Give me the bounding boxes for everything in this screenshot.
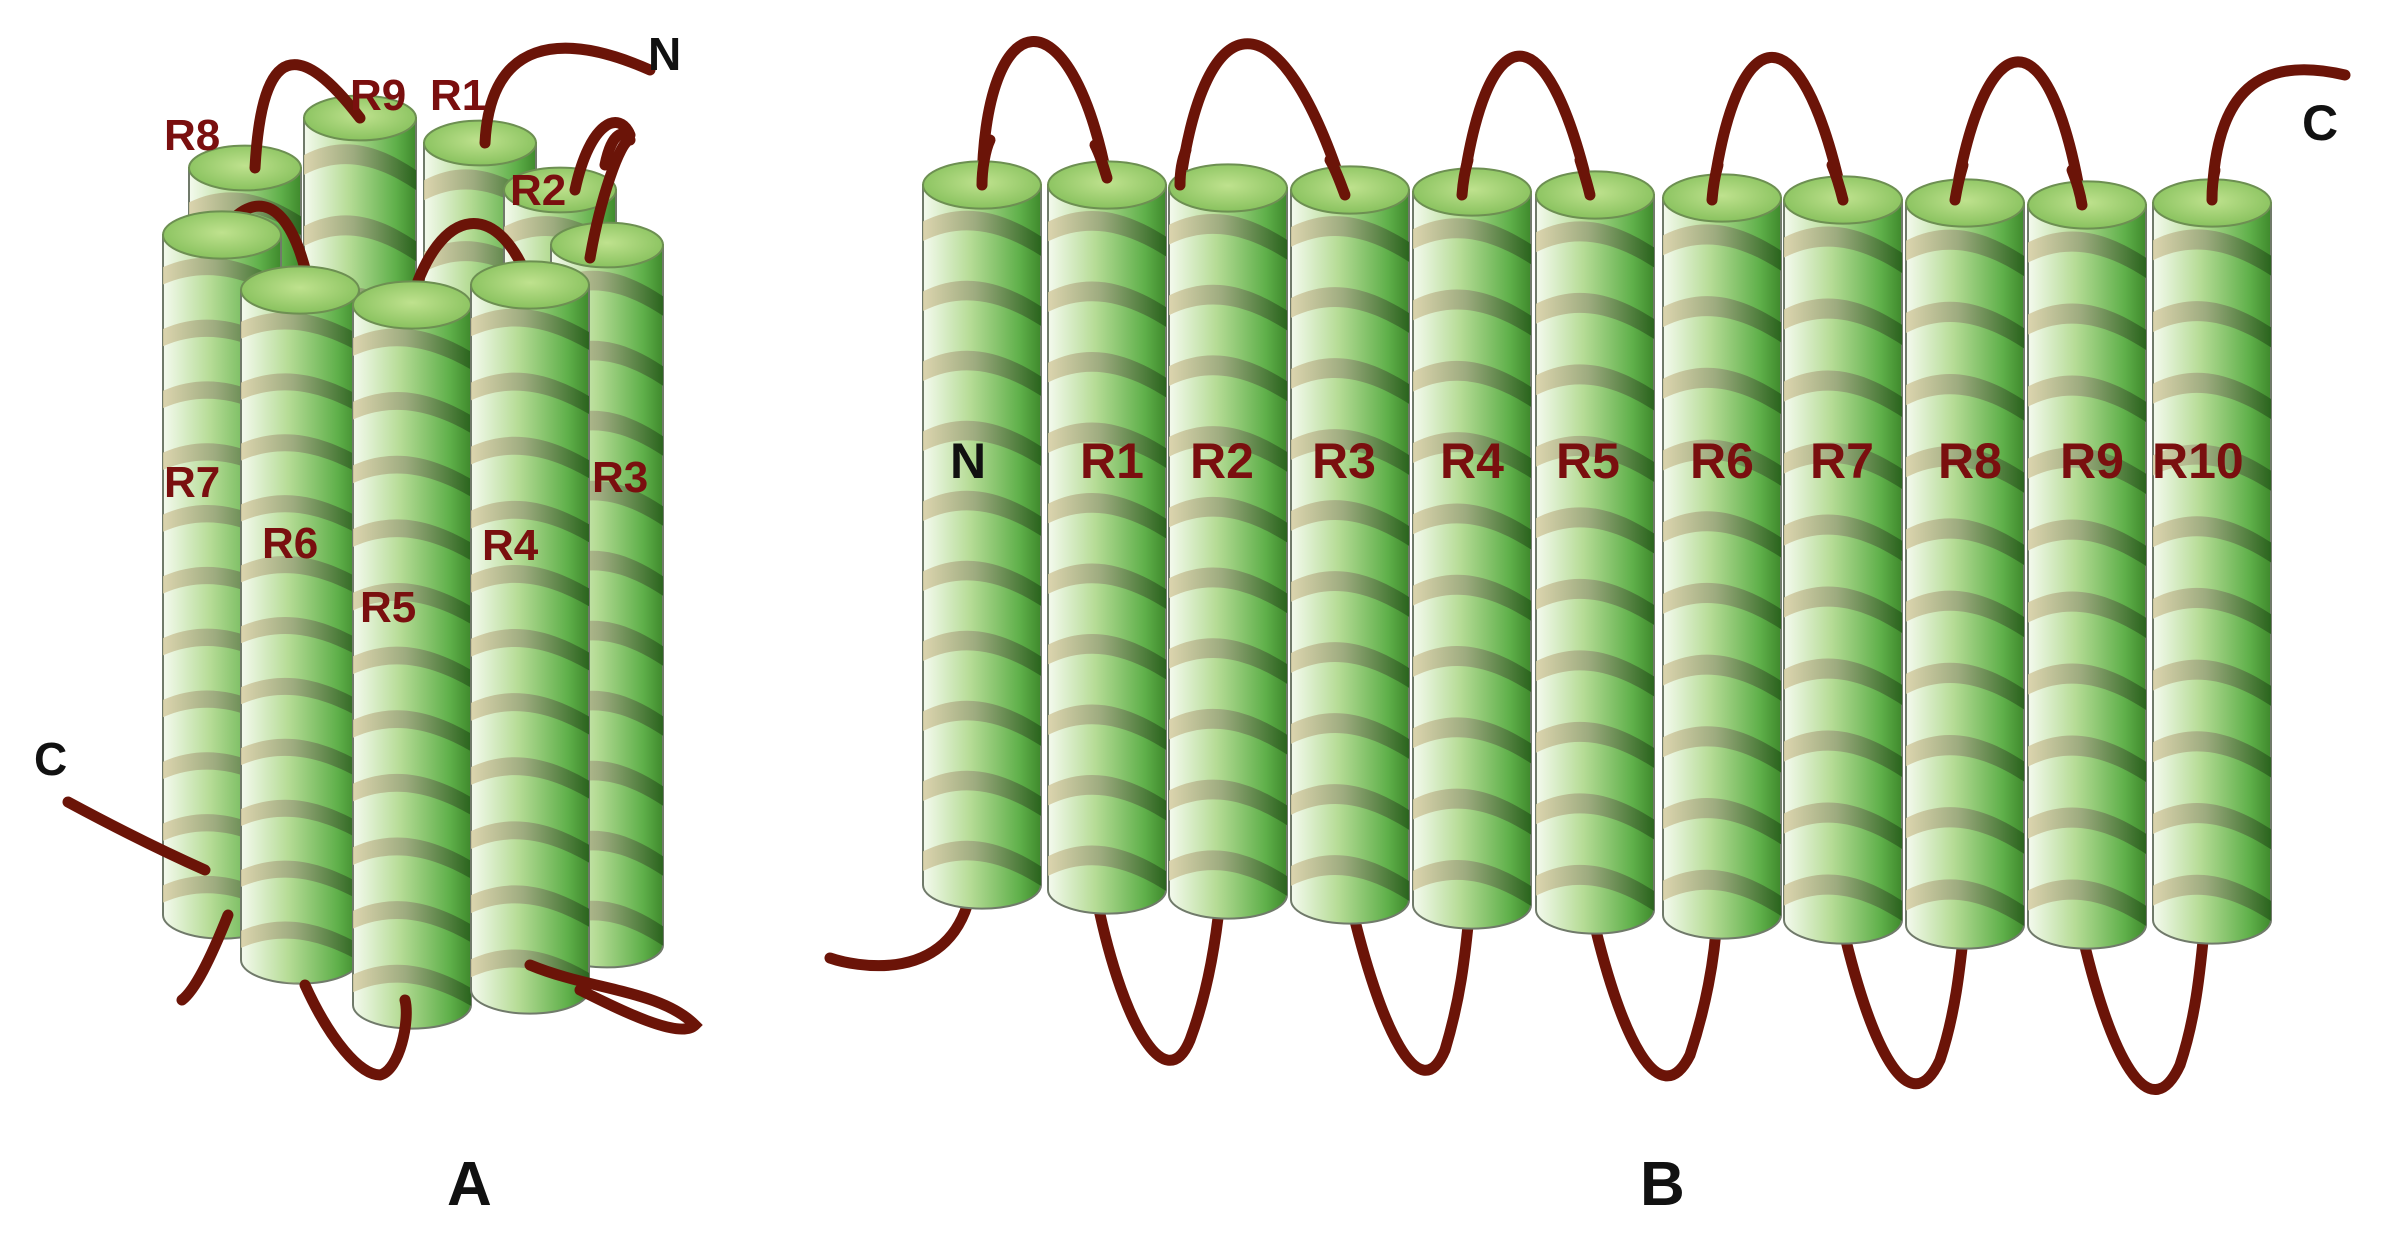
panel-a-helix-r5-helix-turns: [353, 305, 471, 1029]
panel-b-helix-r7: [1783, 175, 1903, 945]
panel-b-helix-r3: [1290, 165, 1410, 925]
panel-a-helix-r7-cap: [162, 210, 282, 260]
panel-b-helix-r2-cap: [1168, 163, 1288, 213]
panel-b-helix-r4-helix-turns: [1413, 192, 1531, 909]
panel-b-helix-r7-helix-turns: [1784, 200, 1902, 924]
panel-b-helix-r3-helix-turns: [1291, 190, 1409, 904]
panel-b-bottom-loops: [824, 879, 2211, 1095]
panel-b-label-r10: R10: [2152, 433, 2244, 489]
panel-a-terminus-c: C: [34, 733, 67, 785]
panel-b-caption: B: [1640, 1150, 1685, 1219]
panel-a-label-r7: R7: [164, 458, 220, 507]
panel-b-label-r2: R2: [1190, 433, 1254, 489]
panel-b-label-r8: R8: [1938, 433, 2002, 489]
panel-b-helix-n-helix-turns: [923, 185, 1041, 889]
panel-a-helix-r2-cap: [503, 166, 617, 214]
panel-b-helix-r10-helix-turns: [2153, 203, 2271, 924]
panel-a-helix-bundle: R1 R2 R3 R4 R5 R6 R7 R8 R9 N C A: [34, 28, 703, 1219]
panel-b-helix-r9-helix-turns: [2028, 205, 2146, 929]
panel-a-label-r3: R3: [592, 453, 648, 502]
panel-b-helix-r8-helix-turns: [1906, 203, 2024, 929]
panel-a-label-r2: R2: [510, 166, 566, 215]
panel-b-helix-r2-helix-turns: [1169, 188, 1287, 899]
panel-b-label-r6: R6: [1690, 433, 1754, 489]
panel-a-helix-r4: [470, 260, 590, 1015]
panel-b-terminus-c: C: [2302, 95, 2338, 151]
panel-b-helix-r5-helix-turns: [1536, 195, 1654, 914]
panel-b-labels: N R1 R2 R3 R4 R5 R6 R7 R8 R9 R10: [950, 433, 2244, 489]
panel-b-helix-r2: [1168, 163, 1288, 920]
panel-b-helix-r10: [2152, 178, 2272, 945]
panel-b-label-r7: R7: [1810, 433, 1874, 489]
panel-b-helix-r8: [1905, 178, 2025, 950]
panel-b-helix-r5: [1535, 170, 1655, 935]
panel-a-label-r4: R4: [482, 521, 539, 570]
panel-b-label-r9: R9: [2060, 433, 2124, 489]
panel-a-helix-r6: [240, 265, 360, 985]
panel-a-bottom-loops: [62, 796, 703, 1081]
panel-a-label-r6: R6: [262, 519, 318, 568]
panel-b-helix-r6-helix-turns: [1663, 198, 1781, 919]
panel-b-label-r5: R5: [1556, 433, 1620, 489]
panel-b-top-loop-ends: [976, 134, 2221, 211]
panel-a-front-helices: [162, 210, 590, 1030]
panel-a-label-r8: R8: [164, 111, 220, 160]
panel-b-helix-r3-cap: [1290, 165, 1410, 215]
panel-b-helix-r4: [1412, 167, 1532, 930]
panel-b-label-r4: R4: [1440, 433, 1504, 489]
panel-a-label-r9: R9: [350, 71, 406, 120]
panel-b-helix-array: C N R1 R2 R3 R4 R5 R6 R7 R8 R9 R10 B: [824, 36, 2351, 1219]
panel-b-label-n: N: [950, 433, 986, 489]
panel-b-helix-r9: [2027, 180, 2147, 950]
panel-b-helix-n: [922, 160, 1042, 910]
panel-a-label-r1: R1: [430, 71, 486, 120]
panel-a-helix-r8-cap: [188, 144, 302, 192]
panel-a-helix-r5-cap: [352, 280, 472, 330]
panel-b-label-r3: R3: [1312, 433, 1376, 489]
panel-a-terminus-n: N: [648, 28, 681, 80]
panel-b-helix-r6-cap: [1662, 173, 1782, 223]
panel-b-helix-r8-cap: [1905, 178, 2025, 228]
panel-a-helix-r4-helix-turns: [471, 285, 589, 994]
panel-a-helix-r6-cap: [240, 265, 360, 315]
panel-b-helix-r1-helix-turns: [1048, 185, 1166, 894]
panel-b-top-loops: [976, 36, 2351, 211]
panel-b-helix-r1: [1047, 160, 1167, 915]
panel-b-label-r1: R1: [1080, 433, 1144, 489]
panel-a-helix-r5: [352, 280, 472, 1030]
panel-a-labels: R1 R2 R3 R4 R5 R6 R7 R8 R9 N C: [34, 28, 681, 785]
panel-b-helix-r6: [1662, 173, 1782, 940]
panel-a-helix-r6-helix-turns: [241, 290, 359, 984]
panel-b-helices: [922, 160, 2272, 950]
panel-a-helix-r3-cap: [550, 221, 664, 269]
panel-a-label-r5: R5: [360, 583, 416, 632]
panel-b-helix-r4-cap: [1412, 167, 1532, 217]
panel-a-caption: A: [447, 1150, 492, 1219]
panel-a-helix-r4-cap: [470, 260, 590, 310]
panel-a-top-loops: [214, 42, 656, 311]
